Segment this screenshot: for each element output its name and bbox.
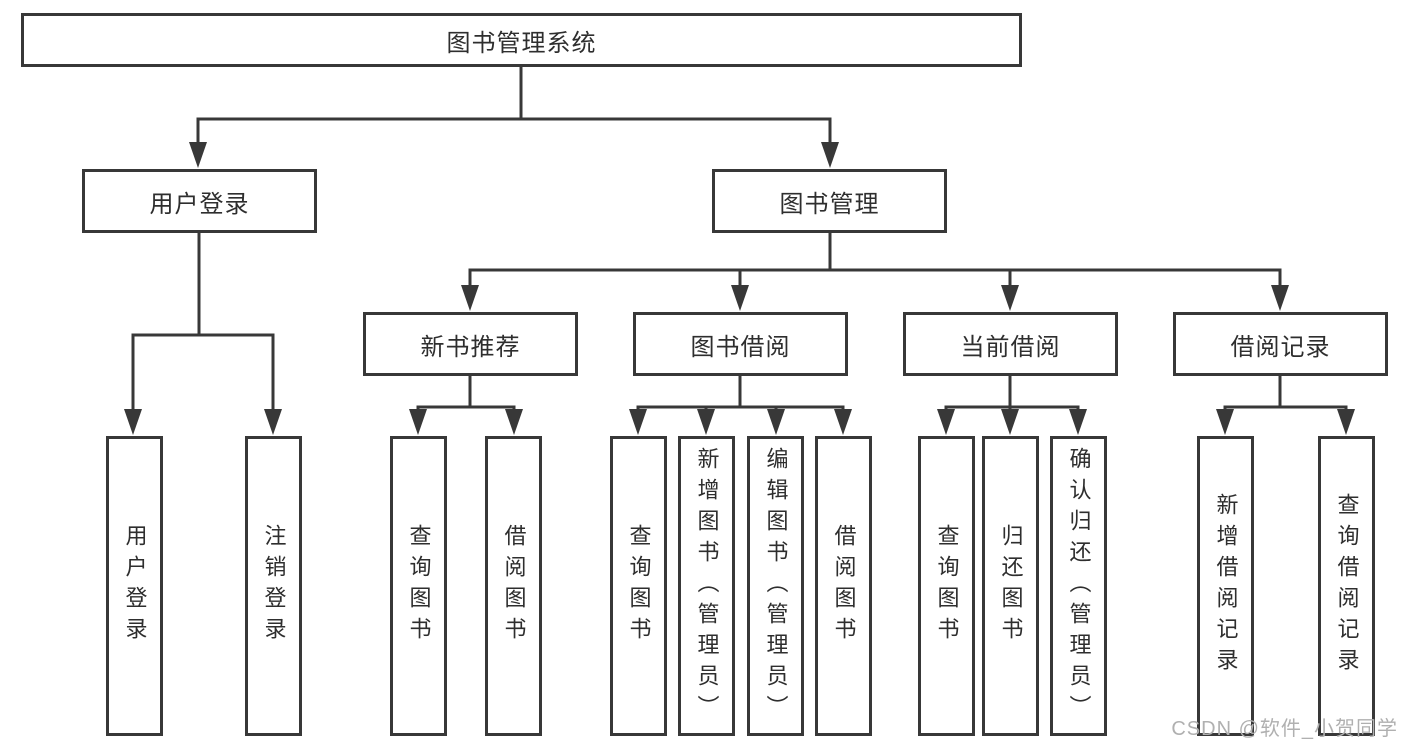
node-book-borrowing: 图书借阅 [633, 312, 848, 376]
leaf-query-books-recommend: 查询图书 [390, 436, 447, 736]
node-borrowing-records: 借阅记录 [1173, 312, 1388, 376]
leaf-user-login: 用户登录 [106, 436, 163, 736]
leaf-borrow-books-recommend: 借阅图书 [485, 436, 542, 736]
leaf-query-books-current: 查询图书 [918, 436, 975, 736]
leaf-confirm-return-admin: 确认归还（管理员） [1050, 436, 1107, 736]
leaf-return-books: 归还图书 [982, 436, 1039, 736]
leaf-borrow-books: 借阅图书 [815, 436, 872, 736]
csdn-watermark: CSDN @软件_小贺同学 [1171, 718, 1398, 740]
leaf-add-book-admin: 新增图书（管理员） [678, 436, 735, 736]
node-library-management-system: 图书管理系统 [21, 13, 1022, 67]
leaf-logout: 注销登录 [245, 436, 302, 736]
arrowheads [124, 142, 1355, 435]
node-user-login: 用户登录 [82, 169, 317, 233]
leaf-add-borrow-record: 新增借阅记录 [1197, 436, 1254, 736]
node-new-book-recommend: 新书推荐 [363, 312, 578, 376]
leaf-query-books-borrowing: 查询图书 [610, 436, 667, 736]
node-current-borrowing: 当前借阅 [903, 312, 1118, 376]
node-book-management: 图书管理 [712, 169, 947, 233]
leaf-query-borrow-record: 查询借阅记录 [1318, 436, 1375, 736]
leaf-edit-book-admin: 编辑图书（管理员） [747, 436, 804, 736]
